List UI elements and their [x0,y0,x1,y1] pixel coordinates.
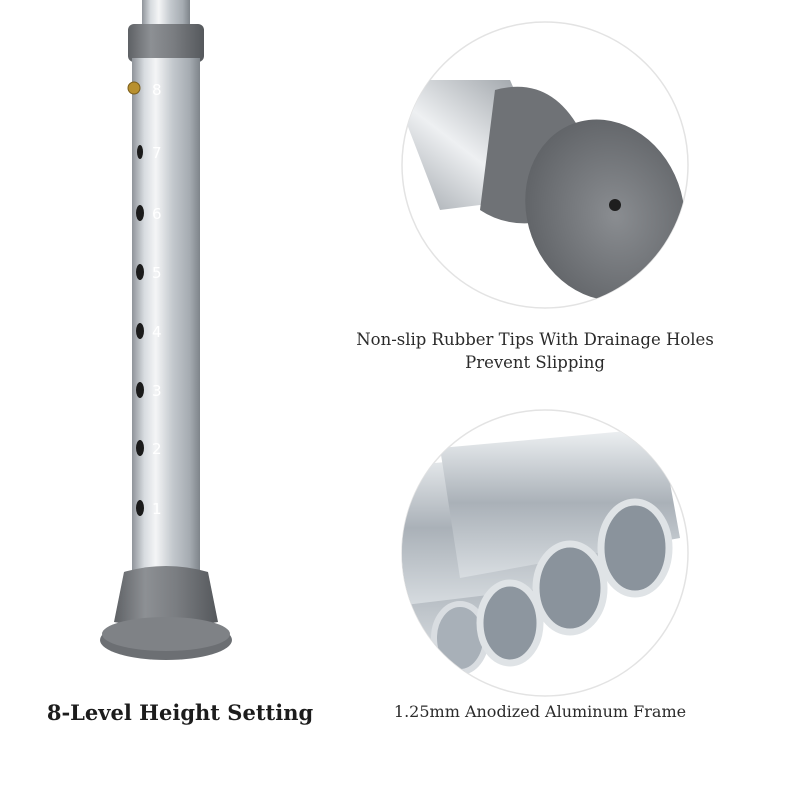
rubber-collar [128,24,204,62]
level-number: 3 [152,382,162,400]
level-number: 1 [152,500,162,518]
push-button-pin [127,81,141,95]
rubber-foot [114,566,218,627]
hole-6 [136,205,144,221]
aluminum-tubes-closeup [401,409,689,697]
main-tube [132,58,200,578]
rubber-tips-caption-line1: Non-slip Rubber Tips With Drainage Holes [356,330,714,349]
hole-5 [136,264,144,280]
level-number: 4 [152,323,162,341]
hole-7 [137,145,143,159]
level-number: 2 [152,440,162,458]
rubber-tips-caption-line2: Prevent Slipping [465,353,605,372]
crutch-leg-illustration: 8 7 6 5 4 3 2 1 [100,0,232,660]
level-number: 7 [152,144,162,162]
hole-2 [136,440,144,456]
level-number: 5 [152,264,162,282]
height-setting-caption: 8-Level Height Setting [46,700,314,725]
level-number: 6 [152,205,162,223]
hole-3 [136,382,144,398]
hole-4 [136,323,144,339]
aluminum-frame-caption: 1.25mm Anodized Aluminum Frame [393,702,687,721]
level-number: 8 [152,81,162,99]
hole-1 [136,500,144,516]
rubber-tips-caption: Non-slip Rubber Tips With Drainage Holes… [340,328,730,374]
rubber-tip-closeup [401,21,689,309]
